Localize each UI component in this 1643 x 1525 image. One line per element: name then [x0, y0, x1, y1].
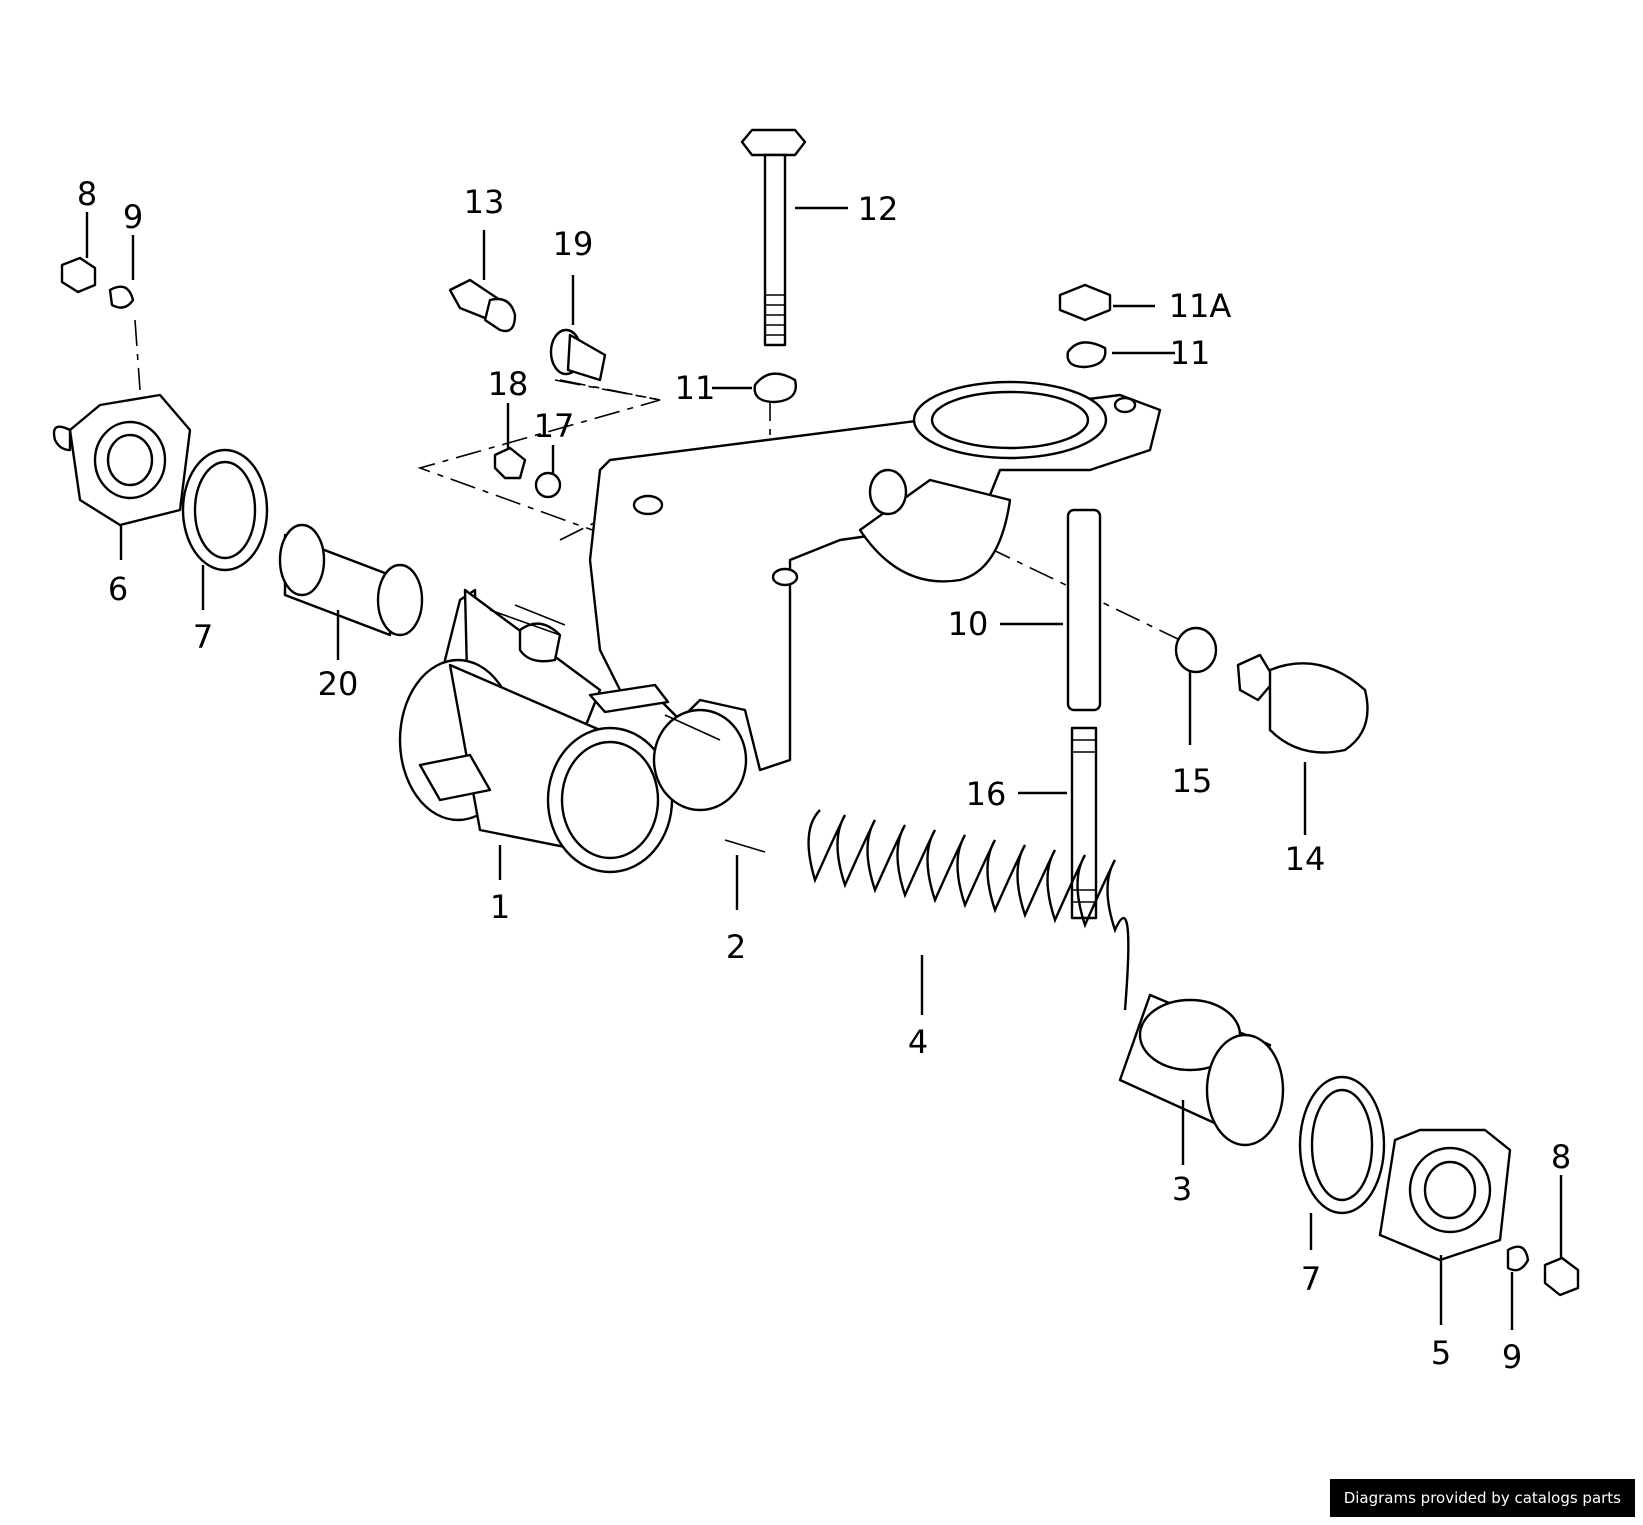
label-16: 16 — [966, 775, 1007, 813]
label-6: 6 — [108, 570, 128, 608]
seal-7-left — [181, 448, 269, 572]
pin-20 — [278, 523, 424, 637]
cover-5 — [1378, 1128, 1512, 1262]
label-20: 20 — [318, 665, 359, 703]
label-1: 1 — [490, 888, 510, 926]
label-14: 14 — [1285, 840, 1326, 878]
credit-badge: Diagrams provided by catalogs parts — [1329, 1479, 1635, 1517]
label-12: 12 — [858, 190, 899, 228]
nut-11A — [1058, 283, 1112, 322]
label-15: 15 — [1172, 762, 1213, 800]
sender-14 — [1236, 653, 1369, 754]
label-3: 3 — [1172, 1170, 1192, 1208]
nut-8-right — [1543, 1256, 1580, 1297]
spring-4 — [807, 809, 1130, 1011]
washer-9-right — [1506, 1245, 1530, 1272]
sensor-13 — [448, 278, 517, 333]
label-18: 18 — [488, 365, 529, 403]
label-19: 19 — [553, 225, 594, 263]
nut-8-left — [60, 256, 97, 294]
label-10: 10 — [948, 605, 989, 643]
label-8-right: 8 — [1551, 1138, 1571, 1176]
bolt-12 — [740, 128, 807, 347]
seal-7-right — [1298, 1075, 1386, 1215]
label-17: 17 — [534, 407, 575, 445]
label-8-left: 8 — [77, 175, 97, 213]
cover-6 — [52, 393, 192, 527]
fitting-19 — [549, 328, 607, 382]
piston-3 — [1118, 993, 1285, 1147]
valve-housing — [398, 380, 1162, 874]
callout-labels: 1 2 3 4 5 6 7 7 8 8 9 9 10 11 11 11A 12 … — [77, 175, 1571, 1376]
washer-15 — [1174, 626, 1218, 674]
plug-18 — [493, 446, 527, 480]
washer-17 — [534, 471, 562, 499]
label-13: 13 — [464, 183, 505, 221]
washer-11-center — [753, 372, 797, 404]
label-7-right: 7 — [1301, 1260, 1321, 1298]
tube-10 — [1066, 508, 1102, 712]
label-11A: 11A — [1169, 287, 1232, 325]
leader-lines — [85, 206, 1563, 1330]
label-5: 5 — [1431, 1334, 1451, 1372]
label-4: 4 — [908, 1023, 928, 1061]
label-2: 2 — [726, 928, 746, 966]
label-7-left: 7 — [193, 618, 213, 656]
washer-9-left — [108, 285, 135, 309]
washer-11-right — [1066, 341, 1107, 369]
label-9-right: 9 — [1502, 1338, 1522, 1376]
label-9-left: 9 — [123, 198, 143, 236]
label-11-right: 11 — [1170, 334, 1211, 372]
label-11-center: 11 — [675, 369, 716, 407]
stud-16 — [1070, 726, 1098, 920]
